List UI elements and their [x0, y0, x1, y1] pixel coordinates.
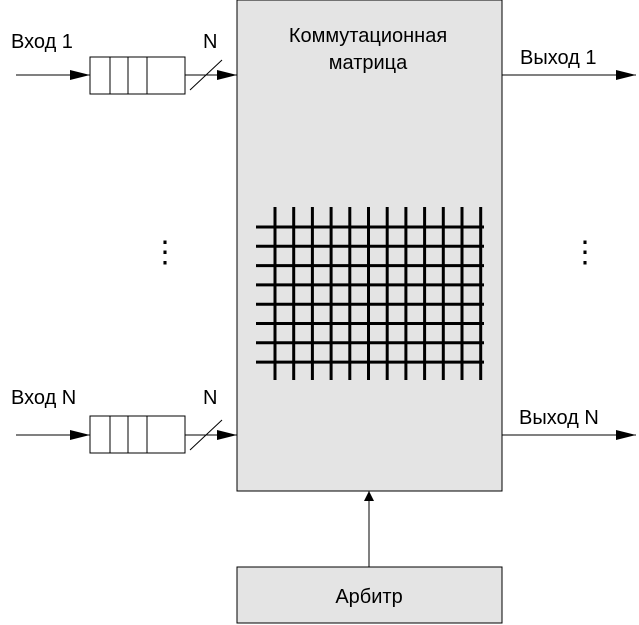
input-n-queue [89, 415, 186, 454]
output-n: Выход N [502, 407, 636, 440]
output-1-label: Выход 1 [520, 47, 597, 69]
arbiter-box [236, 566, 503, 624]
matrix-title-line1: Коммутационная [289, 25, 447, 47]
switch-matrix: Коммутационная матрица [236, 0, 503, 492]
input-n-bus-slash [189, 419, 223, 451]
matrix-title-line2: матрица [329, 52, 408, 74]
input-1-bus-width: N [203, 31, 217, 53]
crossbar-grid [256, 207, 484, 380]
input-n-label: Вход N [11, 387, 76, 409]
arbiter: Арбитр [236, 491, 503, 624]
input-n: Вход N N [11, 387, 237, 454]
input-1-label: Вход 1 [11, 31, 73, 53]
input-1: Вход 1 N [11, 31, 237, 95]
output-n-label: Выход N [519, 407, 599, 429]
input-ellipsis: ⋮ [150, 236, 180, 269]
input-1-queue [89, 56, 186, 95]
arbiter-label: Арбитр [335, 586, 402, 608]
output-ellipsis: ⋮ [570, 236, 600, 269]
input-n-bus-width: N [203, 387, 217, 409]
input-1-bus-slash [189, 59, 223, 91]
output-1: Выход 1 [502, 47, 636, 80]
